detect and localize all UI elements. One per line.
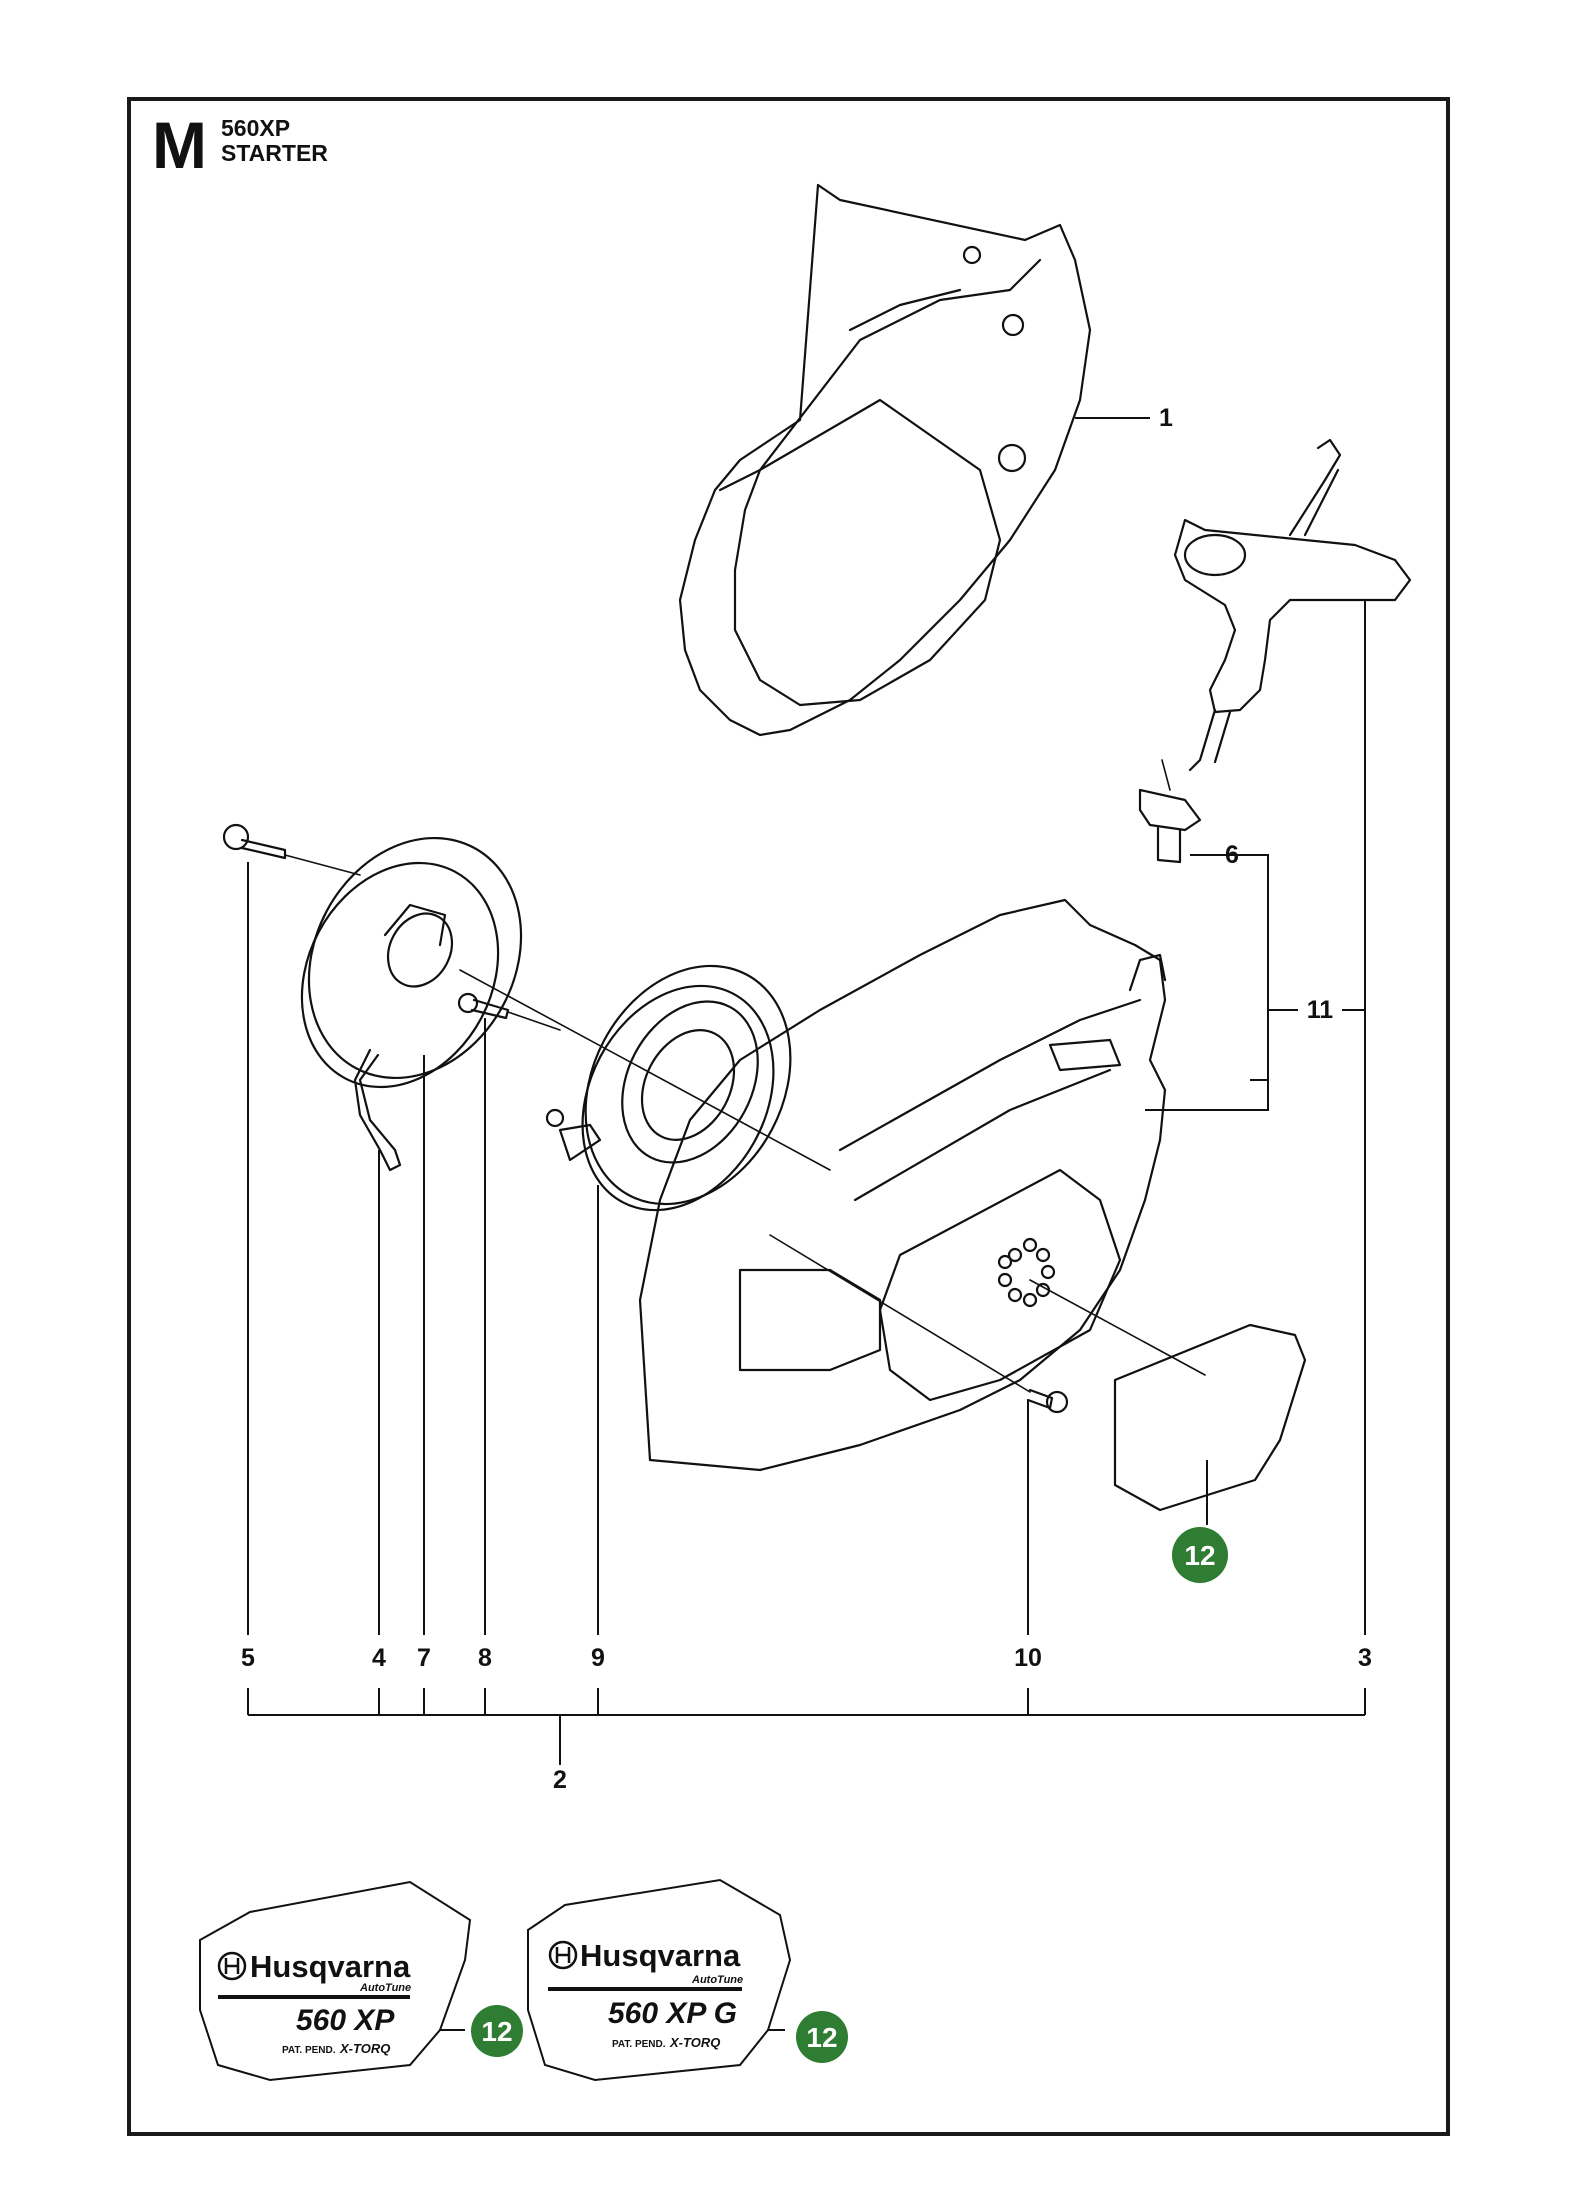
callout-4: 4 [372, 1644, 386, 1672]
decal-b-brand: Husqvarna [580, 1938, 741, 1973]
callout-8: 8 [478, 1644, 492, 1672]
starter-handle-part[interactable] [1173, 438, 1412, 772]
badge-12-main-text: 12 [1184, 1540, 1215, 1571]
decal-b-torq: X-TORQ [669, 2035, 720, 2050]
diagram-frame [127, 97, 1450, 2136]
callout-10: 10 [1014, 1644, 1042, 1672]
housing-vent-holes [997, 1237, 1056, 1308]
callout-1: 1 [1159, 404, 1173, 432]
decal-a-torq: X-TORQ [339, 2041, 390, 2056]
callout-6: 6 [1225, 841, 1239, 869]
callout-badge-12-main: 12 [1172, 1527, 1228, 1583]
callout-11: 11 [1307, 996, 1334, 1024]
starter-housing-part[interactable] [638, 898, 1167, 1472]
rope-pulley-part[interactable] [264, 801, 562, 1172]
callout-5: 5 [241, 1644, 255, 1672]
page-title: STARTER [221, 140, 328, 166]
assembly-axis-lines [284, 759, 1206, 1393]
callout-9: 9 [591, 1644, 605, 1672]
badge-12-decal-a-text: 12 [481, 2016, 512, 2047]
leader-lines [247, 417, 1366, 2031]
callout-3: 3 [1358, 1644, 1372, 1672]
husqvarna-logo-icon [548, 1940, 578, 1970]
husqvarna-logo-icon [217, 1951, 247, 1981]
callout-2: 2 [553, 1766, 567, 1794]
screw-8-part[interactable] [457, 992, 510, 1020]
recoil-spring-part[interactable] [545, 930, 831, 1243]
callout-badge-12-decal-a: 12 [471, 2005, 523, 2057]
badge-12-decal-b-text: 12 [806, 2022, 837, 2053]
decal-variant-b: Husqvarna AutoTune 560 XP G PAT. PEND. X… [527, 1878, 792, 2082]
decal-variant-a: Husqvarna AutoTune 560 XP PAT. PEND. X-T… [199, 1880, 472, 2082]
decal-b-pat: PAT. PEND. [612, 2039, 666, 2050]
decal-b-autotune: AutoTune [691, 1974, 743, 1986]
flywheel-guard-part[interactable] [678, 183, 1092, 737]
decal-a-pat: PAT. PEND. [282, 2045, 336, 2056]
rope-guide-part[interactable] [1138, 788, 1202, 864]
decal-b-model: 560 XP G [608, 1997, 737, 2030]
decal-part[interactable] [1113, 1323, 1307, 1512]
screw-5-part[interactable] [222, 823, 287, 860]
model-name: 560XP [221, 115, 291, 141]
decal-a-model: 560 XP [296, 2004, 395, 2037]
callout-7: 7 [417, 1644, 431, 1672]
screw-10-part[interactable] [1026, 1388, 1069, 1414]
section-letter: M [152, 108, 207, 182]
decal-a-autotune: AutoTune [359, 1982, 411, 1994]
decal-a-brand: Husqvarna [250, 1949, 411, 1984]
callout-badge-12-decal-b: 12 [796, 2011, 848, 2063]
